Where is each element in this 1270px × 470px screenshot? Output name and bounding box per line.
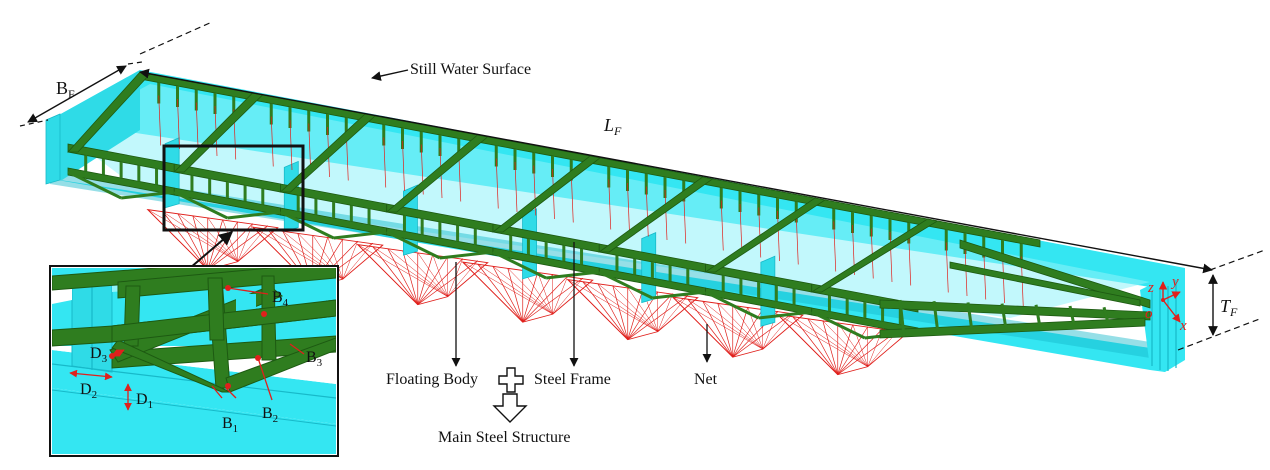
detail-label-b4: B4 xyxy=(272,289,289,309)
zoom-pointer xyxy=(189,231,234,269)
detail-label-d2: D2 xyxy=(80,381,97,401)
beam-label: BF xyxy=(56,78,75,101)
axis-origin-label: o xyxy=(1145,306,1153,322)
axis-x-label: x xyxy=(1179,318,1187,334)
down-arrow-icon xyxy=(492,393,528,423)
zoom-region-box xyxy=(162,144,305,232)
detail-label-b2: B2 xyxy=(262,405,278,425)
hull-column xyxy=(45,113,61,185)
detail-label-b3: B3 xyxy=(306,349,323,369)
main-structure-label: Main Steel Structure xyxy=(438,429,570,446)
legend: Floating Body Steel Frame Net Main Steel… xyxy=(386,242,718,446)
length-label: LF xyxy=(603,115,622,138)
floating-body-label: Floating Body xyxy=(386,371,478,388)
plus-icon xyxy=(498,367,524,393)
net-panel xyxy=(671,296,804,358)
detail-label-d3: D3 xyxy=(90,345,108,365)
net-panel xyxy=(146,208,279,271)
detail-label-d1: D1 xyxy=(136,391,153,411)
detail-label-b1: B1 xyxy=(222,415,238,435)
axis-y-label: y xyxy=(1170,274,1179,290)
steel-frame-label: Steel Frame xyxy=(534,371,611,388)
axis-z-label: z xyxy=(1147,280,1154,296)
coordinate-axes: z y x o xyxy=(1145,274,1187,334)
net-panel xyxy=(566,278,699,341)
draft-label: TF xyxy=(1220,296,1238,319)
net-label: Net xyxy=(694,371,718,388)
detail-inset: B4 B3 B2 B1 D3 D2 D1 xyxy=(49,265,339,457)
hull-near-face xyxy=(46,120,1165,372)
dimension-lines xyxy=(19,21,1266,351)
still-water-label: Still Water Surface xyxy=(410,61,531,78)
